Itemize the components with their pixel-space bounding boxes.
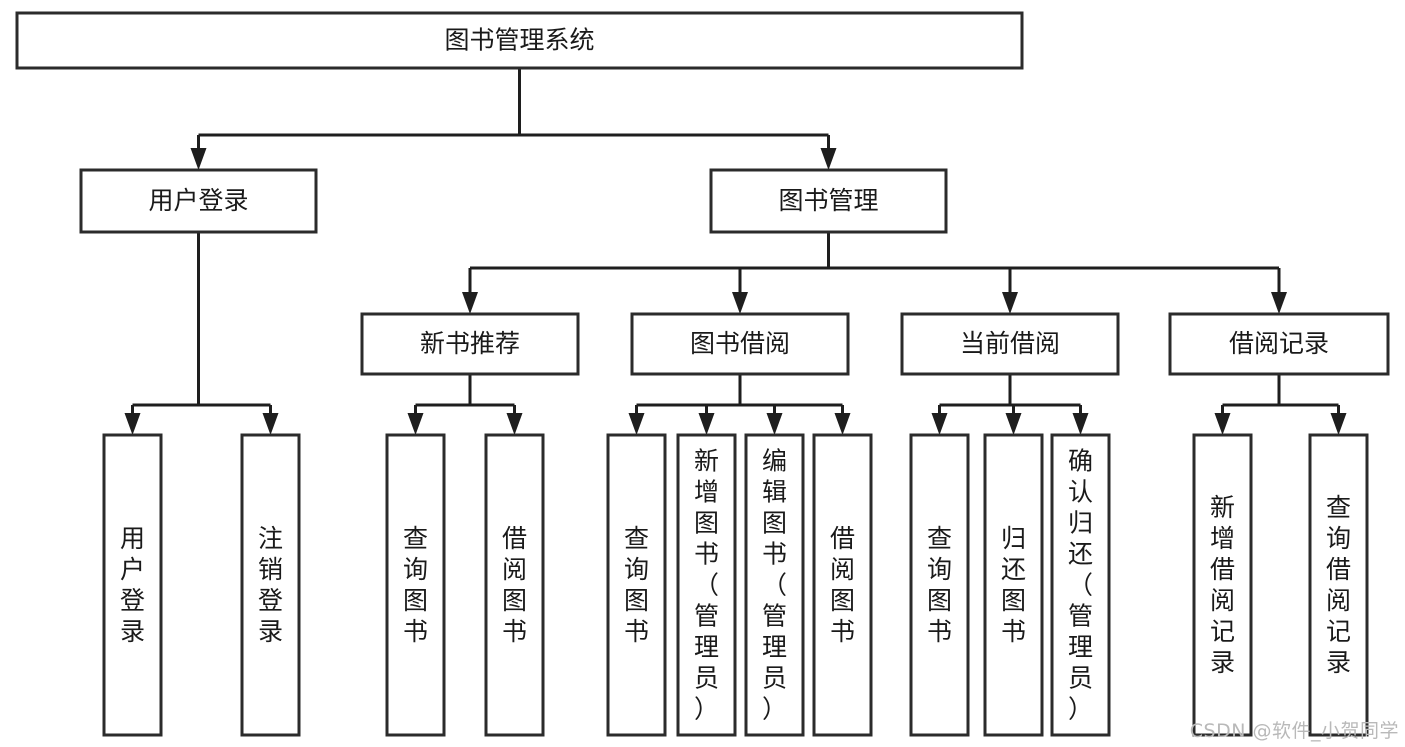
node-box-leaf-query-book-a[interactable] (385, 433, 446, 737)
node-label-borrow-record: 借阅记录 (1229, 329, 1329, 358)
node-box-book-borrow[interactable] (630, 312, 850, 376)
node-label-root: 图书管理系统 (444, 26, 594, 55)
node-leaf-query-book-c[interactable]: 查询图书 (909, 433, 970, 737)
edge-group-root (190, 68, 837, 170)
node-label-user-login: 用户登录 (148, 186, 248, 215)
edge-group-book-manage (462, 232, 1287, 314)
arrow-head (1005, 413, 1022, 435)
node-new-book-rec[interactable]: 新书推荐 (360, 312, 580, 376)
edge-group-new-book-rec (407, 374, 523, 435)
node-box-leaf-user-login[interactable] (102, 433, 163, 737)
arrow-head (628, 413, 645, 435)
node-label-leaf-add-book: 新增图书（管理员） (694, 447, 719, 724)
node-book-manage[interactable]: 图书管理 (709, 168, 948, 234)
node-box-leaf-borrow-book-b[interactable] (812, 433, 873, 737)
node-box-leaf-query-record[interactable] (1308, 433, 1369, 737)
node-label-leaf-add-record: 新增借阅记录 (1210, 493, 1235, 677)
connector-layer (124, 68, 1347, 435)
arrow-head (190, 148, 207, 170)
node-leaf-borrow-book-b[interactable]: 借阅图书 (812, 433, 873, 737)
node-label-leaf-query-book-c: 查询图书 (927, 524, 952, 646)
node-label-leaf-query-book-b: 查询图书 (624, 524, 649, 646)
node-label-leaf-query-record: 查询借阅记录 (1326, 493, 1351, 677)
node-box-leaf-confirm-return[interactable] (1050, 433, 1111, 737)
node-label-leaf-edit-book: 编辑图书（管理员） (762, 447, 787, 724)
arrow-head (820, 148, 837, 170)
arrow-head (931, 413, 948, 435)
edge-group-user-login (124, 232, 279, 435)
csdn-watermark: CSDN @软件_小贺同学 (1189, 720, 1399, 742)
node-leaf-query-book-a[interactable]: 查询图书 (385, 433, 446, 737)
node-leaf-add-book[interactable]: 新增图书（管理员） (676, 433, 737, 737)
node-label-leaf-return-book: 归还图书 (1001, 524, 1026, 646)
node-label-leaf-logout-login: 注销登录 (258, 524, 283, 646)
arrow-head (1330, 413, 1347, 435)
node-user-login[interactable]: 用户登录 (79, 168, 318, 234)
arrow-head (1214, 413, 1231, 435)
node-label-new-book-rec: 新书推荐 (420, 329, 520, 358)
node-leaf-query-book-b[interactable]: 查询图书 (606, 433, 667, 737)
node-borrow-record[interactable]: 借阅记录 (1168, 312, 1390, 376)
node-label-book-borrow: 图书借阅 (690, 329, 790, 358)
node-label-leaf-user-login: 用户登录 (120, 524, 145, 646)
edge-group-borrow-record (1214, 374, 1347, 435)
node-box-borrow-record[interactable] (1168, 312, 1390, 376)
arrow-head (262, 413, 279, 435)
arrow-head (506, 413, 523, 435)
arrow-head (124, 413, 141, 435)
node-label-leaf-query-book-a: 查询图书 (403, 524, 428, 646)
arrow-head (834, 413, 851, 435)
node-box-leaf-add-book[interactable] (676, 433, 737, 737)
arrow-head (1271, 292, 1287, 314)
arrow-head (1072, 413, 1089, 435)
node-box-leaf-query-book-c[interactable] (909, 433, 970, 737)
node-label-leaf-borrow-book-b: 借阅图书 (830, 524, 855, 646)
node-label-current-borrow: 当前借阅 (960, 329, 1060, 358)
node-leaf-borrow-book-a[interactable]: 借阅图书 (484, 433, 545, 737)
arrow-head (766, 413, 783, 435)
node-leaf-add-record[interactable]: 新增借阅记录 (1192, 433, 1253, 737)
edge-group-current-borrow (931, 374, 1089, 435)
arrow-head (732, 292, 748, 314)
node-box-leaf-logout-login[interactable] (240, 433, 301, 737)
arrow-head (407, 413, 424, 435)
arrow-head (462, 292, 478, 314)
node-root[interactable]: 图书管理系统 (15, 11, 1024, 70)
node-leaf-user-login[interactable]: 用户登录 (102, 433, 163, 737)
node-box-root[interactable] (15, 11, 1024, 70)
node-book-borrow[interactable]: 图书借阅 (630, 312, 850, 376)
node-box-leaf-return-book[interactable] (983, 433, 1044, 737)
node-box-user-login[interactable] (79, 168, 318, 234)
node-leaf-return-book[interactable]: 归还图书 (983, 433, 1044, 737)
node-label-book-manage: 图书管理 (778, 186, 878, 215)
node-box-leaf-query-book-b[interactable] (606, 433, 667, 737)
node-box-leaf-edit-book[interactable] (744, 433, 805, 737)
node-box-current-borrow[interactable] (900, 312, 1120, 376)
node-leaf-query-record[interactable]: 查询借阅记录 (1308, 433, 1369, 737)
node-box-leaf-borrow-book-a[interactable] (484, 433, 545, 737)
node-label-leaf-confirm-return: 确认归还（管理员） (1068, 447, 1093, 724)
node-current-borrow[interactable]: 当前借阅 (900, 312, 1120, 376)
node-label-leaf-borrow-book-a: 借阅图书 (502, 524, 527, 646)
edge-group-book-borrow (628, 374, 851, 435)
node-box-new-book-rec[interactable] (360, 312, 580, 376)
node-box-book-manage[interactable] (709, 168, 948, 234)
node-leaf-confirm-return[interactable]: 确认归还（管理员） (1050, 433, 1111, 737)
node-leaf-logout-login[interactable]: 注销登录 (240, 433, 301, 737)
node-leaf-edit-book[interactable]: 编辑图书（管理员） (744, 433, 805, 737)
node-layer: 图书管理系统用户登录图书管理新书推荐图书借阅当前借阅借阅记录用户登录注销登录查询… (15, 11, 1390, 737)
node-box-leaf-add-record[interactable] (1192, 433, 1253, 737)
arrow-head (1002, 292, 1018, 314)
arrow-head (698, 413, 715, 435)
